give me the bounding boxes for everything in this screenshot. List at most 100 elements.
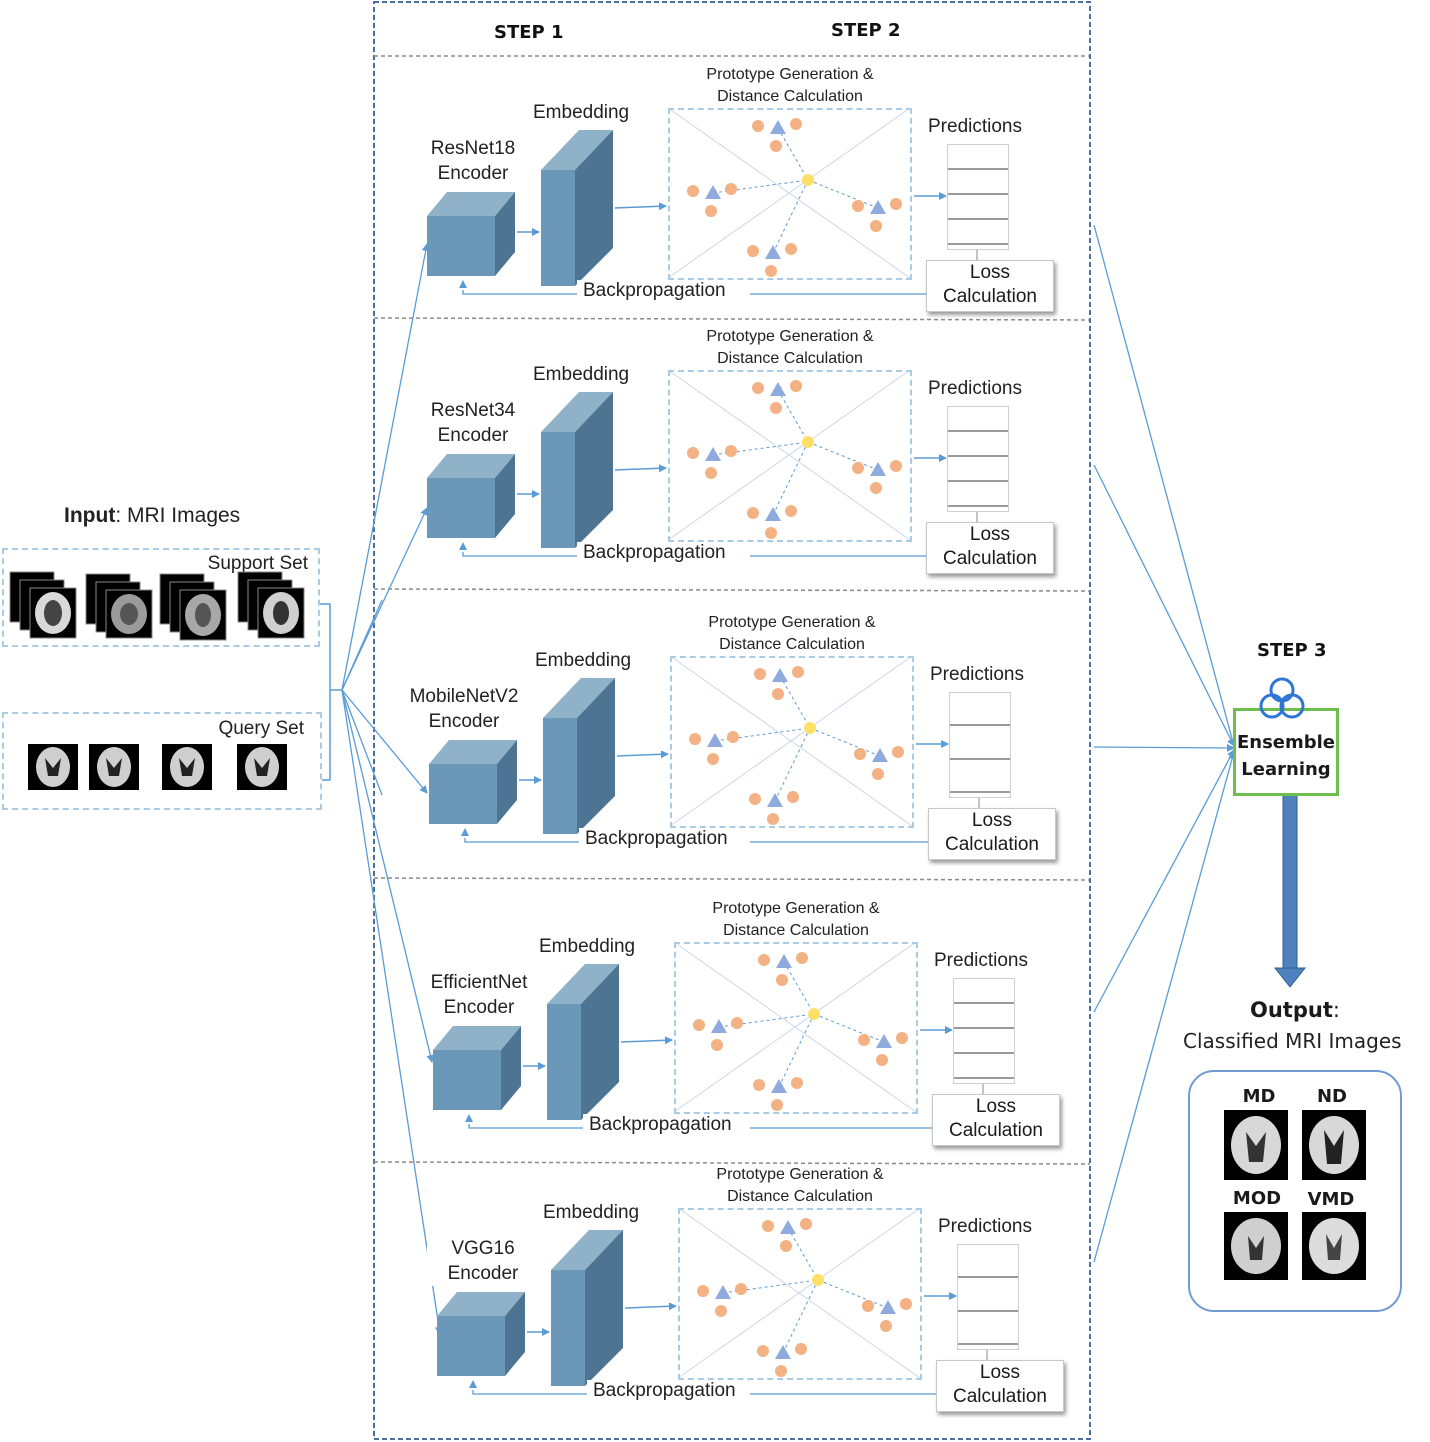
- predictions-label: Predictions: [928, 116, 1022, 137]
- support-point: [762, 1220, 774, 1232]
- loss-label-line2: Calculation: [945, 834, 1039, 855]
- support-point: [731, 1017, 743, 1029]
- prediction-row: [948, 432, 1008, 457]
- prototype-triangle: [770, 120, 786, 134]
- prototype-triangle: [767, 793, 783, 807]
- prototype-label: Prototype Generation &Distance Calculati…: [672, 64, 908, 108]
- support-point: [852, 200, 864, 212]
- embedding-slab: [541, 130, 613, 286]
- prototype-label: Prototype Generation &Distance Calculati…: [674, 612, 910, 656]
- class-image-mod: [1224, 1212, 1288, 1280]
- prototype-triangle: [711, 1019, 727, 1033]
- encoder-name: VGG16: [451, 1238, 515, 1259]
- support-point: [890, 198, 902, 210]
- loss-label-line2: Calculation: [949, 1120, 1043, 1141]
- prototype-space-box: [670, 656, 914, 828]
- class-image-md: [1224, 1110, 1288, 1180]
- support-point: [890, 460, 902, 472]
- encoder-name: ResNet18: [430, 138, 516, 159]
- prototype-triangle: [772, 668, 788, 682]
- prediction-row: [958, 1312, 1018, 1345]
- support-point: [896, 1032, 908, 1044]
- step1-label: STEP 1: [494, 22, 564, 43]
- support-point: [747, 245, 759, 257]
- query-point: [812, 1274, 824, 1286]
- support-set-images: [9, 571, 305, 641]
- input-title: Input: MRI Images: [64, 504, 240, 528]
- encoder-cube: [427, 192, 515, 276]
- prototype-space-box: [668, 370, 912, 542]
- support-point: [689, 733, 701, 745]
- prototype-label-line2: Distance Calculation: [717, 350, 863, 367]
- prediction-row: [954, 1004, 1014, 1029]
- support-point: [770, 140, 782, 152]
- prototype-triangle: [776, 954, 792, 968]
- embedding-label: Embedding: [539, 1202, 644, 1224]
- support-point: [727, 731, 739, 743]
- query-point: [804, 722, 816, 734]
- step3-label: STEP 3: [1257, 640, 1327, 661]
- predictions-table: [953, 978, 1015, 1084]
- prototype-label: Prototype Generation &Distance Calculati…: [682, 1164, 918, 1208]
- support-point: [858, 1034, 870, 1046]
- support-point: [707, 753, 719, 765]
- support-point: [770, 402, 782, 414]
- prototype-triangle: [715, 1285, 731, 1299]
- backpropagation-label: Backpropagation: [587, 1380, 742, 1402]
- support-stack-4: [237, 571, 305, 639]
- support-point: [791, 1077, 803, 1089]
- encoder-suffix: Encoder: [443, 997, 515, 1018]
- panel-graphics: [427, 369, 978, 557]
- support-point: [852, 462, 864, 474]
- ensemble-learning-box[interactable]: Ensemble Learning: [1233, 708, 1339, 796]
- support-point: [872, 768, 884, 780]
- embedding-slab: [551, 1230, 623, 1386]
- embedding-slab: [541, 392, 613, 548]
- support-point: [776, 974, 788, 986]
- backpropagation-label: Backpropagation: [577, 542, 732, 564]
- support-point: [765, 527, 777, 539]
- support-point: [785, 243, 797, 255]
- panel-graphics: [437, 1207, 988, 1395]
- support-point: [787, 791, 799, 803]
- support-point: [765, 265, 777, 277]
- prediction-row: [948, 195, 1008, 220]
- support-point: [752, 120, 764, 132]
- query-image-4: [237, 744, 287, 790]
- prediction-row: [948, 145, 1008, 170]
- support-point: [790, 118, 802, 130]
- output-title: Output:: [1250, 998, 1340, 1022]
- support-point: [697, 1285, 709, 1297]
- loss-label-line2: Calculation: [943, 286, 1037, 307]
- class-label-md: MD: [1242, 1086, 1276, 1107]
- prototype-triangle: [872, 748, 888, 762]
- support-point: [754, 668, 766, 680]
- embedding-label: Embedding: [531, 650, 636, 672]
- encoder-suffix: Encoder: [428, 711, 500, 732]
- class-image-nd: [1302, 1110, 1366, 1180]
- step2-label: STEP 2: [831, 20, 901, 41]
- predictions-label: Predictions: [928, 378, 1022, 399]
- support-point: [775, 1365, 787, 1377]
- support-point: [749, 793, 761, 805]
- encoder-cube: [429, 740, 517, 824]
- panel-graphics: [429, 655, 980, 843]
- prediction-row: [948, 170, 1008, 195]
- encoder-name: MobileNetV2: [409, 686, 519, 707]
- predictions-table: [947, 144, 1009, 250]
- support-point: [747, 507, 759, 519]
- loss-label-line2: Calculation: [943, 548, 1037, 569]
- encoder-suffix: Encoder: [437, 425, 509, 446]
- prediction-row: [948, 482, 1008, 507]
- support-point: [800, 1218, 812, 1230]
- embedding-slab: [547, 964, 619, 1120]
- predictions-table: [949, 692, 1011, 798]
- class-image-vmd: [1302, 1212, 1366, 1280]
- support-point: [790, 380, 802, 392]
- support-point: [705, 467, 717, 479]
